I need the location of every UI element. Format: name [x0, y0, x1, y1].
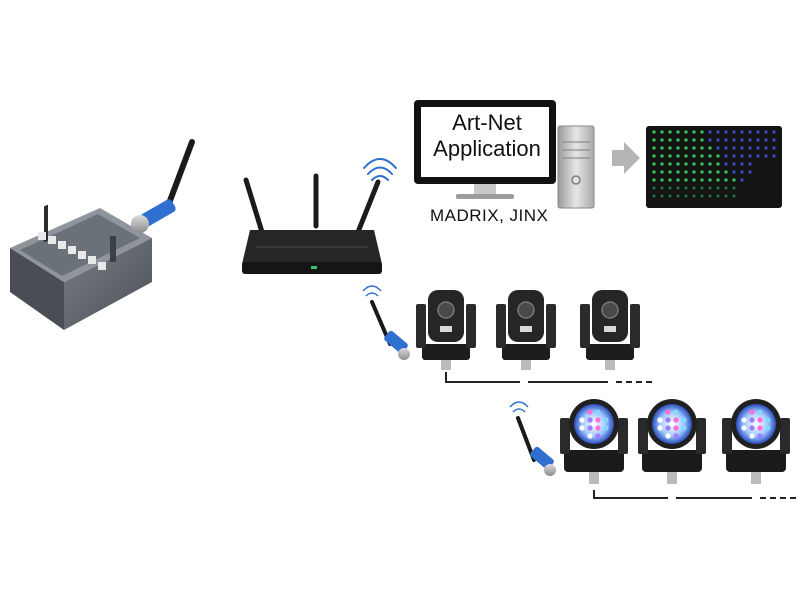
moving-head-spot-icon: [496, 290, 556, 370]
arrow-right-icon: [612, 142, 640, 174]
computer-icon: [414, 100, 595, 209]
software-caption: MADRIX, JINX: [430, 206, 549, 225]
dmx-wireless-controller-icon: [10, 139, 195, 330]
moving-head-spot-icon: [416, 290, 476, 370]
application-label: Art-Net Application: [424, 110, 550, 174]
moving-head-spot-icon: [580, 290, 640, 370]
moving-head-wash-icon: [638, 399, 706, 484]
wireless-dmx-receiver-icon: [509, 401, 556, 476]
moving-head-wash-icon: [560, 399, 628, 484]
moving-head-wash-icon: [722, 399, 790, 484]
dmx-cable: [445, 372, 520, 383]
application-label-line2: Application: [433, 136, 541, 161]
wifi-signal-icon: [363, 158, 397, 181]
wireless-dmx-receiver-icon: [362, 285, 410, 360]
wifi-router-icon: [242, 158, 397, 274]
application-label-line1: Art-Net: [452, 110, 522, 135]
led-matrix-icon: [646, 126, 782, 208]
dmx-cable: [593, 490, 668, 499]
